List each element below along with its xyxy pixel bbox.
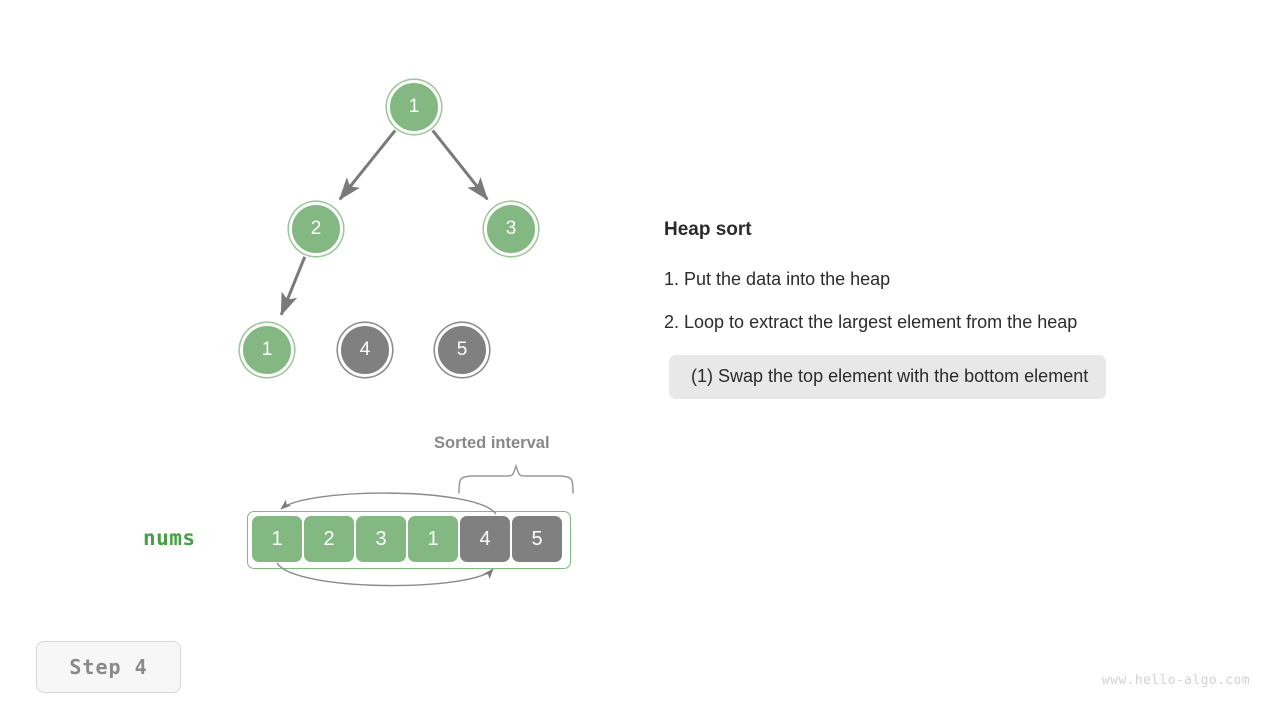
- step-2-text: 2. Loop to extract the largest element f…: [664, 312, 1078, 332]
- tree-node-value: 3: [505, 218, 517, 239]
- step-1-text: 1. Put the data into the heap: [664, 269, 891, 289]
- tree-edges: [279, 129, 489, 316]
- array-cell-value: 4: [479, 527, 491, 550]
- tree-node-value: 4: [359, 339, 371, 360]
- array-cell: 1: [408, 516, 458, 562]
- tree-edge: [338, 129, 397, 201]
- tree-node: 5: [435, 323, 489, 377]
- array-cell: 1: [252, 516, 302, 562]
- array-cells-container: 1 2 3 1 4 5: [247, 511, 571, 569]
- tree-node: 3: [484, 202, 538, 256]
- array-cell: 4: [460, 516, 510, 562]
- tree-node: 1: [387, 80, 441, 134]
- array-cell-value: 3: [375, 527, 387, 550]
- array-visualization: Sorted interval nums 1 2 3 1 4 5: [143, 434, 574, 587]
- binary-heap-tree: 1 2 3 1 4 5: [0, 0, 640, 420]
- array-cell: 2: [304, 516, 354, 562]
- sorted-interval-label: Sorted interval: [434, 434, 550, 452]
- tree-edge: [431, 129, 489, 201]
- watermark: www.hello-algo.com: [1101, 673, 1250, 688]
- tree-node-value: 1: [261, 339, 273, 360]
- array-cell-value: 1: [427, 527, 439, 550]
- tree-node: 1: [240, 323, 294, 377]
- sorted-interval-brace: [458, 463, 574, 494]
- page-title: Heap sort: [664, 219, 752, 240]
- step-badge: Step 4: [36, 641, 181, 693]
- array-cell-value: 1: [271, 527, 283, 550]
- tree-node: 2: [289, 202, 343, 256]
- tree-node: 4: [338, 323, 392, 377]
- tree-node-value: 2: [310, 218, 322, 239]
- active-substep-highlight: (1) Swap the top element with the bottom…: [669, 355, 1107, 399]
- array-cell: 3: [356, 516, 406, 562]
- array-name-label: nums: [143, 526, 196, 550]
- array-cell-value: 2: [323, 527, 335, 550]
- tree-node-value: 1: [408, 96, 420, 117]
- tree-edge: [279, 256, 307, 316]
- tree-node-value: 5: [456, 339, 468, 360]
- array-cell-value: 5: [531, 527, 543, 550]
- array-cell: 5: [512, 516, 562, 562]
- explanation-panel: Heap sort 1. Put the data into the heap …: [664, 219, 1254, 399]
